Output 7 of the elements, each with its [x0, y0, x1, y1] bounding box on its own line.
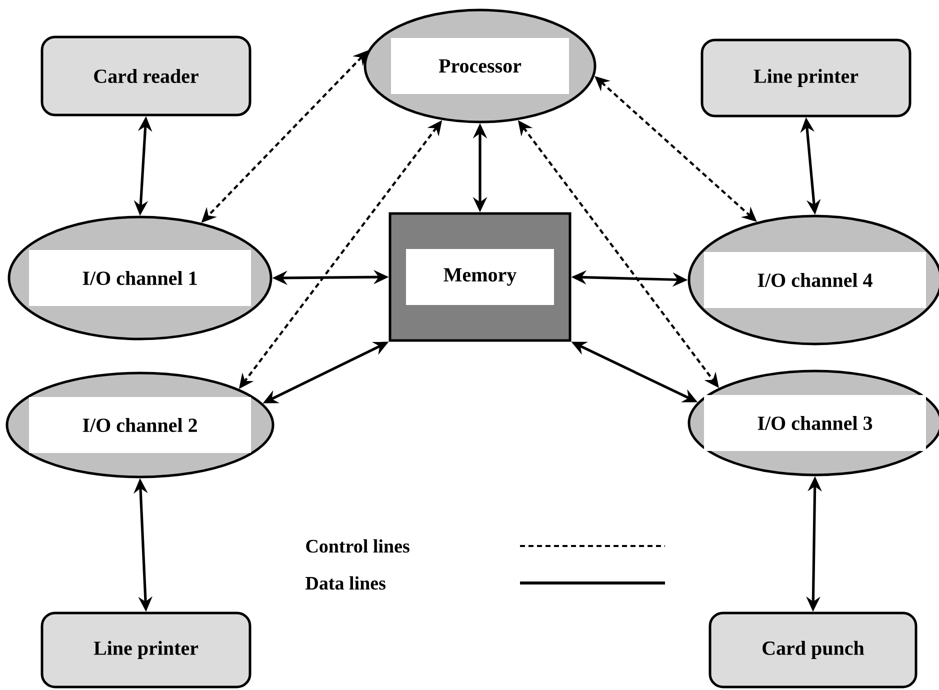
device-box: Line printer	[700, 38, 912, 118]
legend-text: Data lines	[306, 576, 386, 590]
memory-box: Memory	[388, 212, 572, 342]
device-box: Line printer	[40, 612, 252, 688]
device-box: Card reader	[40, 36, 252, 116]
legend-text: Control lines	[306, 539, 410, 553]
device-box: Card punch	[708, 612, 918, 688]
